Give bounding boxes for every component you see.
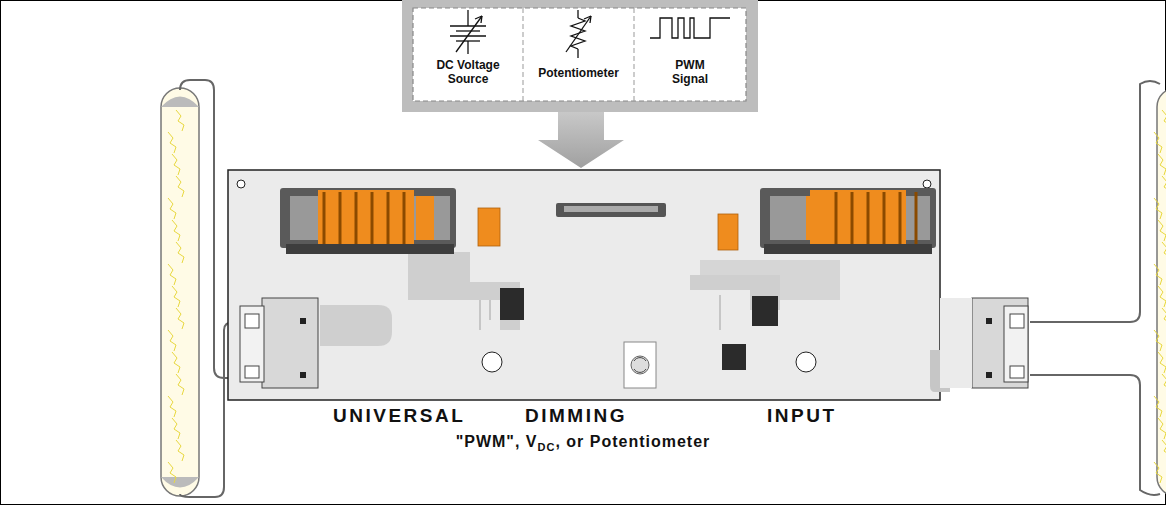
caption-text: "PWM", V — [456, 433, 538, 450]
caption-text: , or Potentiometer — [555, 433, 710, 450]
lamp-wires — [180, 80, 1160, 497]
right-lamp — [1154, 88, 1166, 496]
heading-word: INPUT — [767, 405, 837, 427]
heading-word: UNIVERSAL — [333, 405, 465, 427]
panel-label: Potentiometer — [526, 66, 631, 80]
inverter-board — [228, 170, 1028, 400]
subscript-text: DC — [538, 441, 556, 453]
pwm-symbol — [650, 18, 730, 38]
panel-label: PWM Signal — [665, 58, 715, 86]
potentiometer-symbol — [566, 10, 591, 58]
signal-panel: DC Voltage Source — [414, 58, 522, 86]
panel-label: DC Voltage Source — [429, 58, 507, 86]
caption-line: "PWM", VDC, or Potentiometer — [0, 433, 1166, 453]
signal-panel: PWM Signal — [635, 58, 745, 86]
signal-panel: Potentiometer — [524, 66, 633, 80]
dc-source-symbol — [450, 10, 486, 54]
left-lamp — [161, 88, 199, 496]
heading-word: DIMMING — [525, 405, 627, 427]
